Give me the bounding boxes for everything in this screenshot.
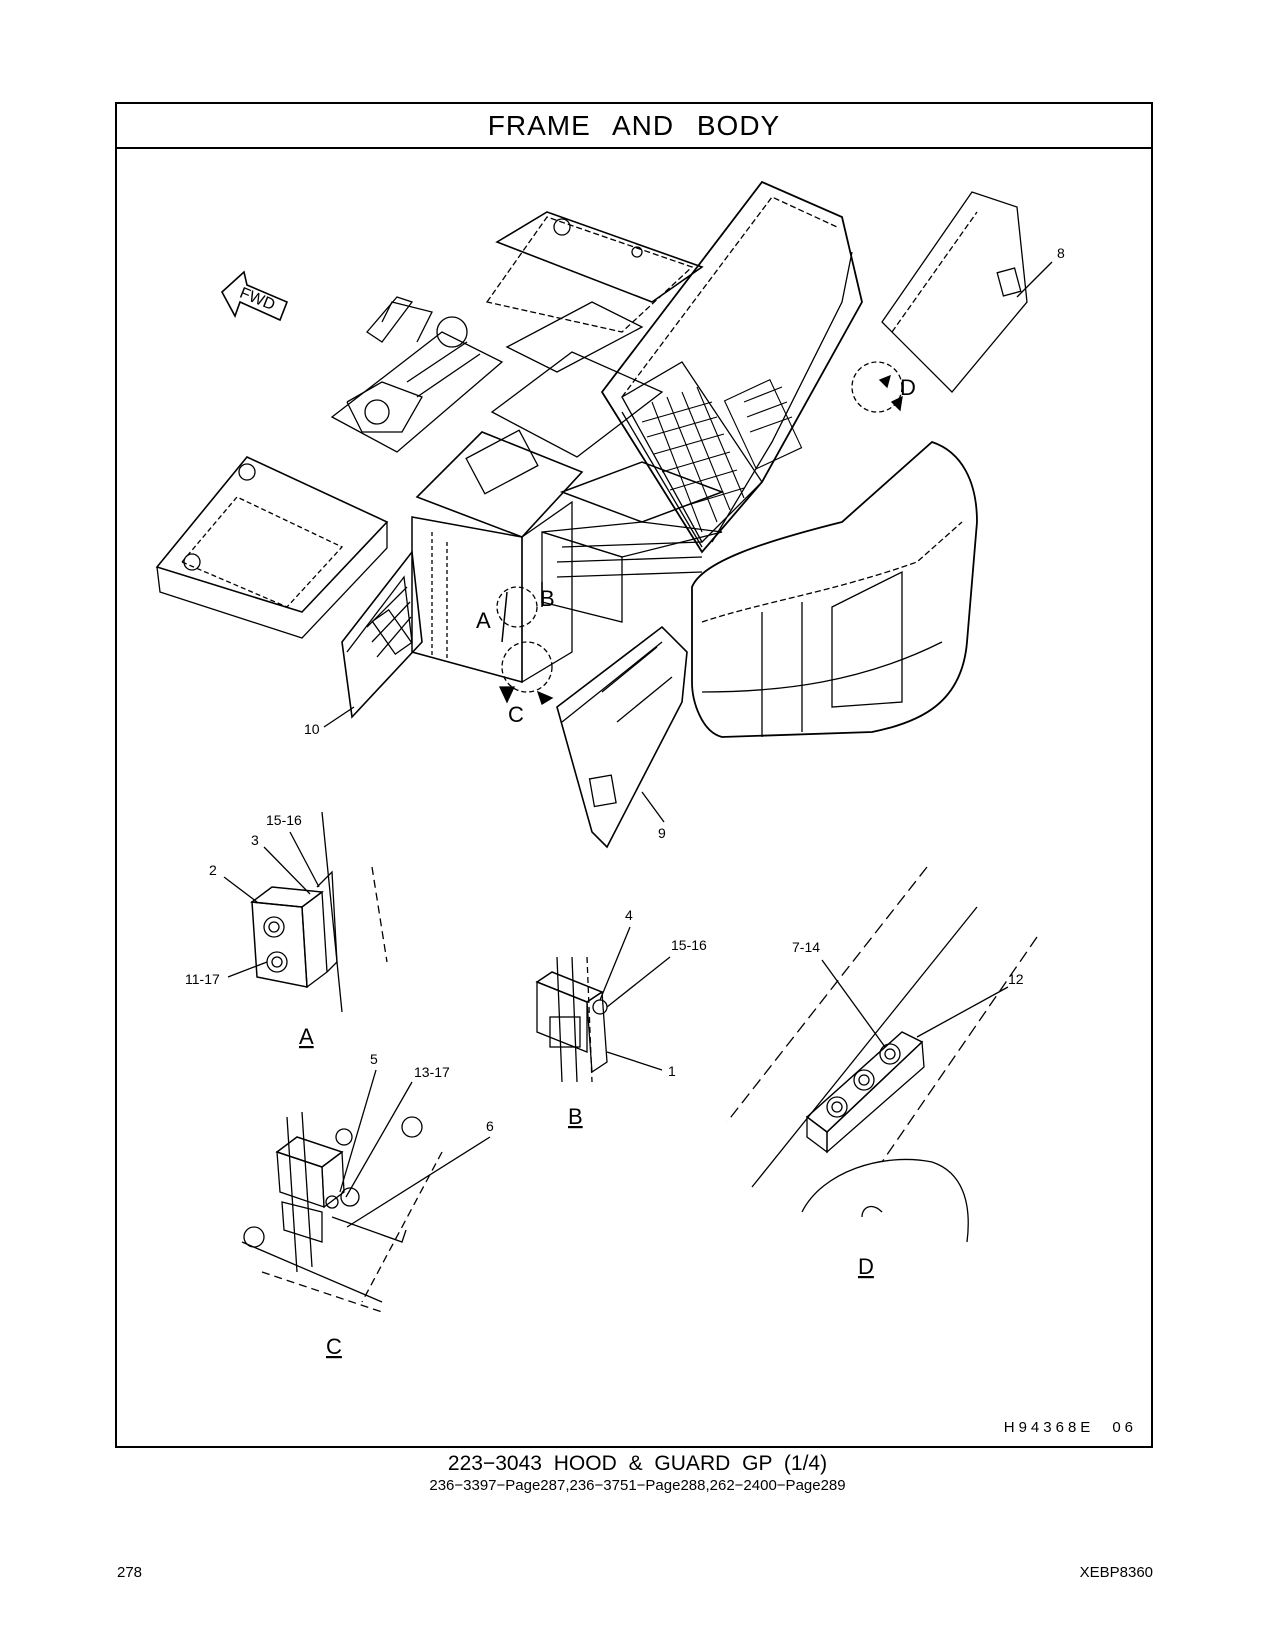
machine-assembly: [155, 180, 1028, 849]
page-title: FRAME AND BODY: [487, 109, 781, 141]
callout-8: 8: [1057, 245, 1065, 261]
title-bar: FRAME AND BODY: [117, 104, 1151, 149]
detail-label-c: C: [326, 1334, 342, 1359]
view-marker-c: C: [508, 702, 524, 727]
callout-6: 6: [486, 1118, 494, 1134]
detail-label-b: B: [568, 1104, 583, 1129]
group-caption: 223−3043 HOOD & GUARD GP (1/4): [447, 1452, 828, 1475]
parts-illustration: FWD A B C D 8 9 10 15-16: [155, 180, 1065, 1359]
callout-2: 2: [209, 862, 217, 878]
callout-11-17: 11-17: [185, 971, 220, 987]
callout-1: 1: [668, 1063, 676, 1079]
hood-grille: [641, 378, 803, 533]
callout-10: 10: [304, 721, 320, 737]
document-id: XEBP8360: [1079, 1564, 1153, 1581]
page-number: 278: [117, 1564, 143, 1581]
detail-label-a: A: [299, 1024, 314, 1049]
figure-id: H94368E: [1003, 1419, 1095, 1436]
detail-a: 15-16 3 2 11-17 A: [185, 811, 388, 1049]
detail-label-d: D: [858, 1254, 874, 1279]
callout-7-14: 7-14: [792, 939, 820, 955]
illustration-frame: FRAME AND BODY: [115, 102, 1153, 1448]
view-marker-a: A: [476, 608, 491, 633]
forward-arrow-icon: FWD: [220, 270, 289, 322]
group-references: 236−3397−Page287,236−3751−Page288,262−24…: [429, 1477, 846, 1494]
view-marker-b: B: [540, 586, 555, 611]
detail-b: 4 15-16 1 B: [535, 907, 707, 1129]
detail-d: 7-14 12 D: [726, 866, 1038, 1279]
callout-15-16-b: 15-16: [671, 937, 707, 953]
callout-4: 4: [625, 907, 633, 923]
callout-12: 12: [1008, 971, 1024, 987]
callout-5: 5: [370, 1051, 378, 1067]
callout-9: 9: [658, 825, 666, 841]
callout-13-17: 13-17: [414, 1064, 450, 1080]
figure-code: H94368E 06: [1004, 1419, 1137, 1436]
view-marker-d: D: [900, 375, 916, 400]
callout-3: 3: [251, 832, 259, 848]
callout-15-16-a: 15-16: [266, 812, 302, 828]
figure-revision: 06: [1112, 1419, 1137, 1436]
detail-c: 5 13-17 6 C: [241, 1051, 494, 1359]
